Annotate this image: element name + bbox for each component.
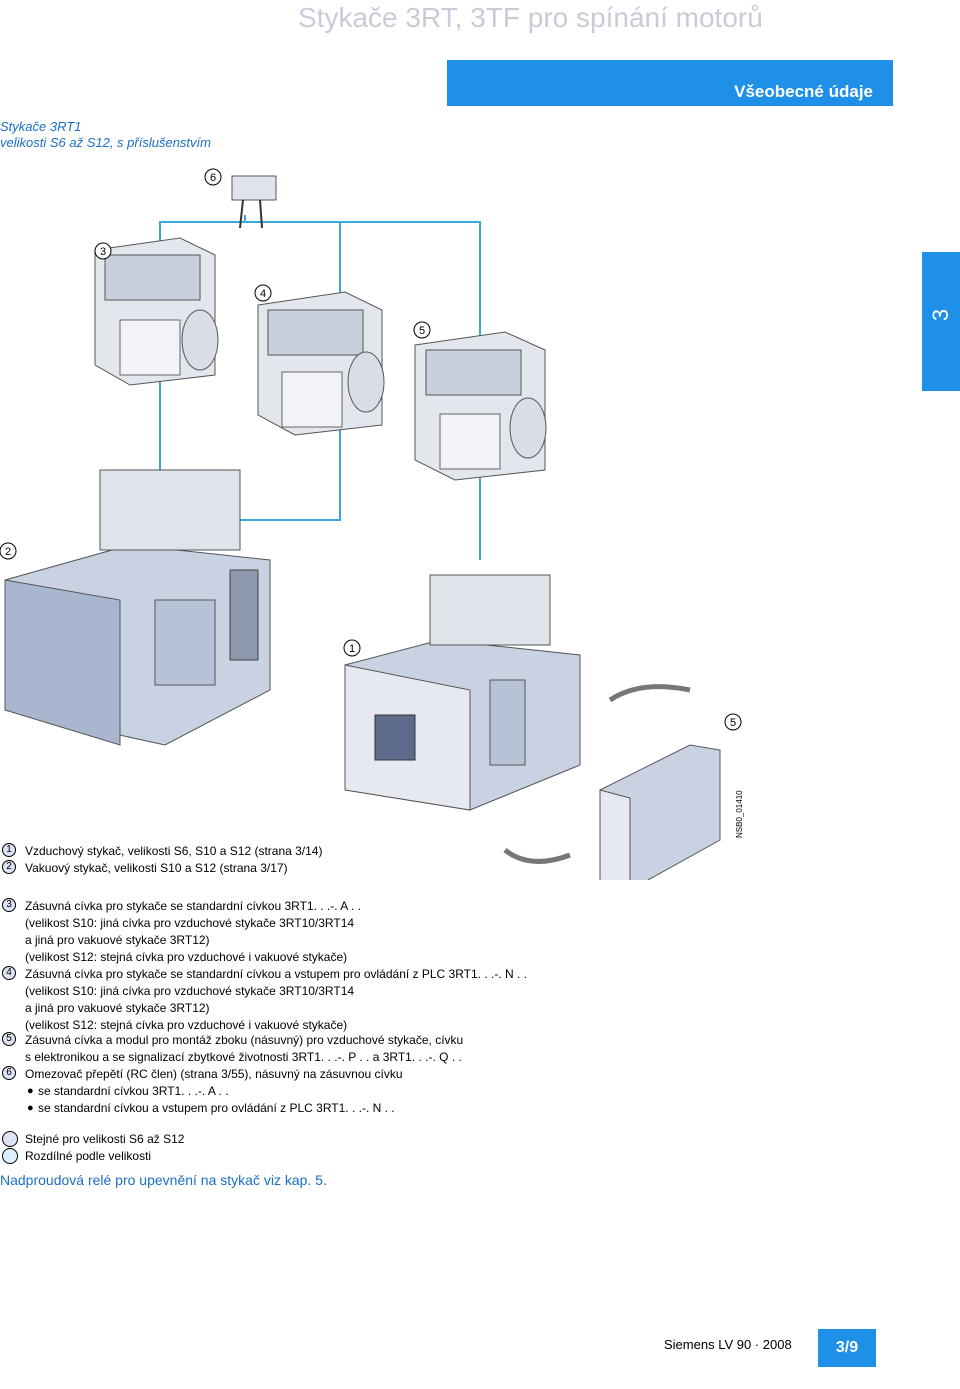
legend-different-label: Rozdílné podle velikosti	[25, 1149, 152, 1163]
item-number-1: 1	[2, 843, 16, 857]
item-number-2: 2	[2, 860, 16, 874]
legend-same: Stejné pro velikosti S6 až S12	[0, 1131, 700, 1148]
item-text-5-line-1: Zásuvná cívka a modul pro montáž zboku (…	[25, 1033, 464, 1047]
section-header-bar: Všeobecné údaje	[447, 60, 893, 106]
callout-label-5b: 5	[730, 717, 736, 729]
bullet-icon: ●	[27, 1102, 34, 1114]
item-6-bullet-2: se standardní cívkou a vstupem pro ovlád…	[38, 1101, 395, 1115]
plug-in-coil-4	[257, 291, 385, 436]
subtitle-line-2: velikosti S6 až S12, s příslušenstvím	[0, 135, 211, 150]
list-item-1: 1 Vzduchový stykač, velikosti S6, S10 a …	[0, 843, 700, 860]
item-text-6: Omezovač přepětí (RC člen) (strana 3/55)…	[25, 1067, 403, 1081]
subtitle-line-1: Stykače 3RT1	[0, 119, 82, 134]
item-6-bullet-1: se standardní cívkou 3RT1. . .-. A . .	[38, 1084, 229, 1098]
item-text-3-line-4: (velikost S12: stejná cívka pro vzduchov…	[25, 950, 348, 964]
figure-code: NSB0_01410	[735, 790, 744, 838]
document-title: Stykače 3RT, 3TF pro spínání motorů	[298, 2, 763, 33]
item-text-4-line-3: a jiná pro vakuové stykače 3RT12)	[25, 1001, 210, 1015]
overload-relay-note: Nadproudová relé pro upevnění na stykač …	[0, 1172, 327, 1188]
callout-label-2: 2	[5, 546, 11, 558]
callout-label-3: 3	[100, 246, 106, 258]
same-circle-icon	[2, 1131, 18, 1147]
air-contactor	[344, 574, 581, 811]
callout-label-5: 5	[419, 325, 425, 337]
chapter-tab: 3	[922, 252, 960, 391]
footer-catalog: Siemens LV 90 · 2008	[664, 1337, 792, 1352]
callout-label-1: 1	[349, 643, 355, 655]
item-text-4-line-4: (velikost S12: stejná cívka pro vzduchov…	[25, 1018, 348, 1032]
rc-element	[231, 175, 277, 229]
item-text-2: Vakuový stykač, velikosti S10 a S12 (str…	[25, 861, 288, 875]
legend-different: Rozdílné podle velikosti	[0, 1148, 700, 1165]
item-text-3-line-2: (velikost S10: jiná cívka pro vzduchové …	[25, 916, 355, 930]
section-label: Všeobecné údaje	[734, 82, 873, 101]
different-circle-icon	[2, 1148, 18, 1164]
side-mounting-module	[503, 684, 721, 880]
chapter-number: 3	[928, 308, 953, 322]
item-text-4-line-1: Zásuvná cívka pro stykače se standardní …	[25, 967, 528, 981]
callout-label-4: 4	[260, 288, 266, 300]
item-text-4-line-2: (velikost S10: jiná cívka pro vzduchové …	[25, 984, 355, 998]
item-text-5-line-2: s elektronikou a se signalizací zbytkové…	[25, 1050, 462, 1064]
callout-markers	[0, 168, 742, 731]
list-item-2: 2 Vakuový stykač, velikosti S10 a S12 (s…	[0, 860, 700, 877]
item-text-1: Vzduchový stykač, velikosti S6, S10 a S1…	[25, 844, 323, 858]
plug-in-coil-5	[414, 331, 547, 481]
item-text-3-line-3: a jiná pro vakuové stykače 3RT12)	[25, 933, 210, 947]
item-number-5: 5	[2, 1032, 16, 1046]
callout-label-6: 6	[210, 172, 216, 184]
bullet-icon: ●	[27, 1085, 34, 1097]
page-number: 3/9	[818, 1329, 876, 1367]
contactor-accessories-illustration: 6 3 4 5 2 1 5 NSB0_01410	[0, 168, 744, 880]
item-text-3-line-1: Zásuvná cívka pro stykače se standardní …	[25, 899, 361, 913]
vacuum-contactor	[4, 469, 271, 746]
plug-in-coil-3	[94, 237, 219, 386]
item-number-6: 6	[2, 1066, 16, 1080]
item-number-4: 4	[2, 966, 16, 980]
legend-same-label: Stejné pro velikosti S6 až S12	[25, 1132, 185, 1146]
item-number-3: 3	[2, 898, 16, 912]
